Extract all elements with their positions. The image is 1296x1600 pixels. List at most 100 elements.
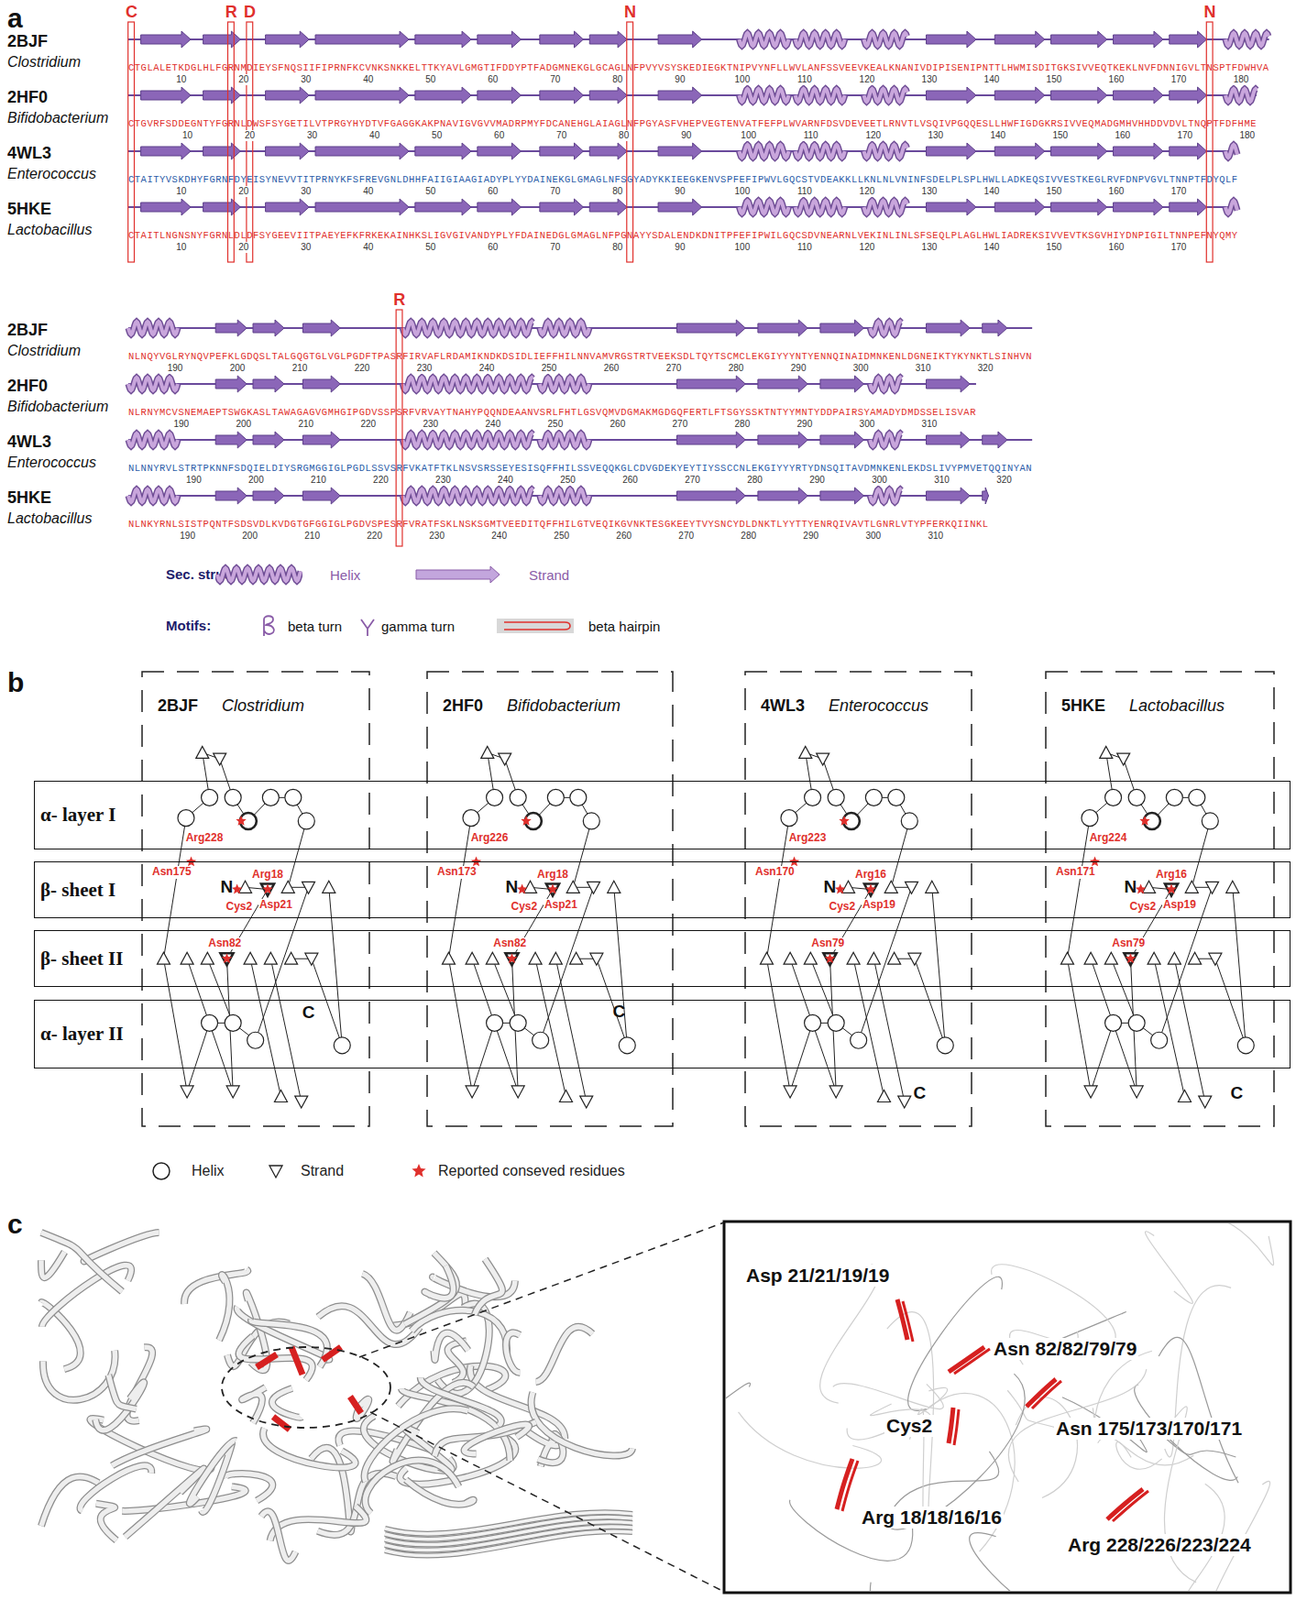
conserved-residue-label: Asp21: [258, 899, 294, 912]
ribbon-face: [263, 1428, 356, 1469]
pdb-code: 4WL3: [7, 432, 52, 452]
strand-triangle: [505, 953, 518, 966]
helix-outline: [217, 568, 301, 582]
helix-circle: [780, 810, 798, 827]
strand-arrow: [302, 319, 341, 337]
alignment-box: [626, 21, 634, 263]
helix-circle: [865, 789, 882, 806]
helix-circle: [486, 1014, 504, 1032]
residue-number: 160: [1108, 74, 1126, 86]
strand-arrow: [1113, 142, 1164, 160]
helix-ribbon: [539, 489, 590, 503]
residue-number: 250: [559, 474, 577, 486]
helix-ribbon: [1225, 88, 1257, 102]
strand-arrow: [994, 31, 1044, 48]
conserved-star: [824, 953, 835, 964]
species-name: Lactobacillus: [1129, 696, 1225, 716]
strand-arrow: [676, 375, 746, 393]
helix-circle: [462, 810, 480, 827]
residue-number: 240: [478, 362, 496, 374]
strand-triangle: [465, 1086, 479, 1099]
strand-triangle: [528, 952, 542, 965]
beta-turn-symbol: [263, 615, 275, 637]
residue-number: 210: [291, 362, 309, 374]
pdb-code: 5HKE: [7, 488, 52, 508]
conserved-residue-label: Asn79: [810, 937, 846, 951]
conserved-star: [1139, 815, 1150, 826]
strand-arrow: [994, 87, 1044, 104]
gamma-turn-symbol: [361, 619, 374, 637]
topology-link: [1232, 887, 1246, 1046]
ribbon-edge: [43, 1350, 116, 1401]
helix-ribbon: [795, 32, 846, 46]
helix-circle: [1105, 1014, 1122, 1032]
n-terminus: N: [1124, 877, 1138, 898]
topology-link: [163, 818, 186, 960]
protein-sequence: NLNQYVGLRYNQVPEFKLGDQSLTALGQGTGLVGLPGDFT…: [128, 351, 1033, 363]
helix-outline: [864, 200, 908, 214]
strand-triangle: [322, 880, 336, 893]
residue-number: 70: [549, 74, 561, 86]
ribbon-face: [84, 1232, 160, 1262]
alignment-box-letter: N: [624, 2, 637, 22]
conserved-star: [838, 815, 849, 826]
ribbon-face: [184, 1269, 248, 1305]
legend-entry: Strand: [265, 1159, 344, 1184]
helix-circle: [486, 789, 504, 806]
legend-entry: Strand: [414, 562, 570, 587]
strand-arrow: [477, 31, 522, 48]
residue-number: 120: [864, 130, 882, 142]
strand-triangle: [1117, 753, 1131, 766]
residue-number: 40: [362, 186, 374, 198]
topology-link: [329, 887, 342, 1046]
strand-arrow: [265, 198, 310, 216]
helix-outline: [539, 321, 590, 335]
hairpin-symbol: [504, 622, 571, 630]
residue-number: 100: [739, 130, 758, 142]
species-panel: 4WL3Enterococcus: [744, 670, 973, 1128]
helix-outline: [869, 433, 901, 447]
residue-number: 110: [796, 186, 813, 198]
species-name: Clostridium: [7, 342, 81, 360]
strand-arrow: [1169, 31, 1208, 48]
residue-number: 130: [926, 130, 945, 142]
residue-number: 240: [496, 474, 515, 486]
strand-arrow: [1169, 198, 1208, 216]
pdb-code: 2HF0: [7, 87, 48, 108]
residue-number: 300: [864, 530, 882, 542]
alignment-box: [128, 21, 135, 263]
strand-triangle: [1185, 880, 1198, 893]
strand-triangle: [580, 1096, 594, 1109]
topology-link: [596, 958, 627, 1046]
ribbon-edge: [41, 1302, 81, 1370]
conserved-residue-label: Asn171: [1054, 866, 1097, 879]
strand-triangle: [263, 952, 277, 965]
topology-link: [186, 1022, 209, 1092]
strand-arrow: [315, 87, 409, 104]
residue-number: 220: [359, 418, 377, 430]
helix-ribbon: [864, 200, 908, 214]
residue-number: 130: [921, 186, 939, 198]
strand-arrow: [589, 87, 627, 104]
residue-number: 150: [1045, 186, 1064, 198]
residue-number: 120: [858, 186, 877, 198]
helix-ribbon: [539, 377, 590, 391]
strand-triangle: [511, 1086, 525, 1099]
node-heading-row: 2BJFClostridium: [141, 670, 371, 716]
legend-entry: Helix: [151, 1159, 225, 1184]
residue-number: 240: [490, 530, 508, 542]
strand-arrow: [757, 431, 808, 449]
topology-link: [1174, 958, 1205, 1102]
strand-arrow: [141, 198, 191, 216]
conserved-star: [262, 884, 273, 895]
conserved-star: [1165, 884, 1176, 895]
strand-arrow: [658, 142, 703, 160]
strand-triangle: [823, 953, 836, 966]
conserved-residue-label: Arg224: [1088, 832, 1129, 846]
strand-arrow: [982, 431, 1008, 449]
residue-number: 230: [422, 418, 440, 430]
residue-number: 280: [746, 474, 764, 486]
topology-link: [766, 958, 791, 1092]
strand-arrow: [203, 142, 242, 160]
strand-arrow: [302, 487, 341, 505]
